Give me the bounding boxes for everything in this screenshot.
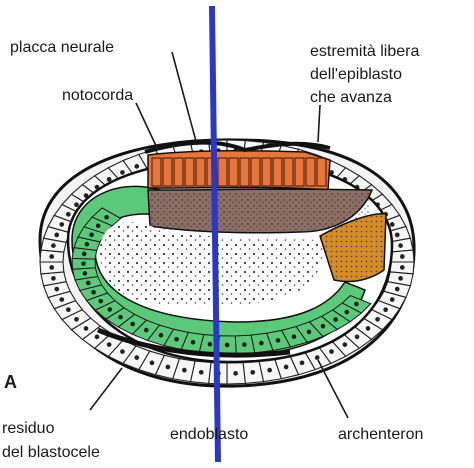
- cell-nucleus: [321, 324, 325, 328]
- cell-nucleus: [82, 262, 86, 266]
- cell-nucleus: [83, 272, 87, 276]
- cell-nucleus: [52, 277, 56, 281]
- cell-nucleus: [92, 290, 96, 294]
- cell-nucleus: [75, 203, 79, 207]
- cell-nucleus: [355, 335, 359, 339]
- cell-nucleus: [119, 315, 123, 319]
- cell-nucleus: [105, 215, 109, 219]
- cell-nucleus: [75, 318, 79, 322]
- cell-nucleus: [384, 308, 388, 312]
- cell-nucleus: [90, 233, 94, 237]
- label-estremita-2: dell'epiblasto: [310, 66, 402, 83]
- cell-nucleus: [50, 266, 54, 270]
- cell-nucleus: [50, 255, 54, 259]
- cell-nucleus: [107, 178, 111, 182]
- cell-nucleus: [95, 335, 99, 339]
- cell-nucleus: [183, 368, 187, 372]
- label-residuo-2: del blastocele: [2, 444, 100, 461]
- cell-nucleus: [121, 350, 125, 354]
- cell-nucleus: [366, 327, 370, 331]
- label-notocorda: notocorda: [62, 87, 133, 104]
- cell-nucleus: [84, 327, 88, 331]
- cell-nucleus: [284, 365, 288, 369]
- cell-nucleus: [395, 287, 399, 291]
- cell-nucleus: [395, 233, 399, 237]
- cell-nucleus: [131, 322, 135, 326]
- label-estremita-1: estremità libera: [310, 43, 419, 60]
- cell-nucleus: [376, 318, 380, 322]
- cell-nucleus: [107, 343, 111, 347]
- cell-nucleus: [400, 266, 404, 270]
- cell-nucleus: [234, 372, 238, 376]
- cell-nucleus: [260, 341, 264, 345]
- cell-nucleus: [191, 341, 195, 345]
- cell-nucleus: [96, 224, 100, 228]
- cell-nucleus: [330, 350, 334, 354]
- cell-nucleus: [399, 244, 403, 248]
- cell-nucleus: [345, 310, 349, 314]
- cell-nucleus: [52, 244, 56, 248]
- cell-nucleus: [243, 343, 247, 347]
- cell-nucleus: [60, 223, 64, 227]
- cell-nucleus: [399, 277, 403, 281]
- cell-nucleus: [135, 356, 139, 360]
- cell-nucleus: [67, 308, 71, 312]
- cell-nucleus: [208, 342, 212, 346]
- cell-nucleus: [315, 356, 319, 360]
- cell-nucleus: [276, 339, 280, 343]
- cell-nucleus: [400, 255, 404, 259]
- cell-nucleus: [268, 368, 272, 372]
- overlay-line: [212, 6, 218, 462]
- cell-nucleus: [85, 242, 89, 246]
- cell-nucleus: [159, 333, 163, 337]
- cell-nucleus: [307, 330, 311, 334]
- cell-nucleus: [108, 308, 112, 312]
- cell-nucleus: [355, 302, 359, 306]
- neural-plate: [148, 151, 330, 190]
- label-estremita-3: che avanza: [310, 89, 392, 106]
- cell-nucleus: [55, 233, 59, 237]
- cell-nucleus: [60, 298, 64, 302]
- label-residuo-1: residuo: [2, 420, 55, 437]
- cell-nucleus: [67, 213, 71, 217]
- cell-nucleus: [55, 287, 59, 291]
- cell-nucleus: [86, 281, 90, 285]
- cell-nucleus: [121, 171, 125, 175]
- cell-nucleus: [166, 365, 170, 369]
- cell-nucleus: [99, 299, 103, 303]
- cell-nucleus: [82, 252, 86, 256]
- cell-nucleus: [390, 298, 394, 302]
- cell-nucleus: [343, 343, 347, 347]
- cell-nucleus: [251, 370, 255, 374]
- cell-nucleus: [144, 328, 148, 332]
- cell-nucleus: [175, 337, 179, 341]
- label-placca-neurale: placca neurale: [10, 39, 114, 56]
- cell-nucleus: [150, 361, 154, 365]
- label-archenteron: archenteron: [338, 426, 423, 443]
- cell-nucleus: [292, 335, 296, 339]
- figure-letter: A: [4, 372, 17, 392]
- cell-nucleus: [300, 361, 304, 365]
- cell-nucleus: [225, 343, 229, 347]
- cell-nucleus: [390, 223, 394, 227]
- label-endoblasto: endoblasto: [170, 426, 248, 443]
- cell-nucleus: [135, 165, 139, 169]
- cell-nucleus: [199, 370, 203, 374]
- cell-nucleus: [334, 318, 338, 322]
